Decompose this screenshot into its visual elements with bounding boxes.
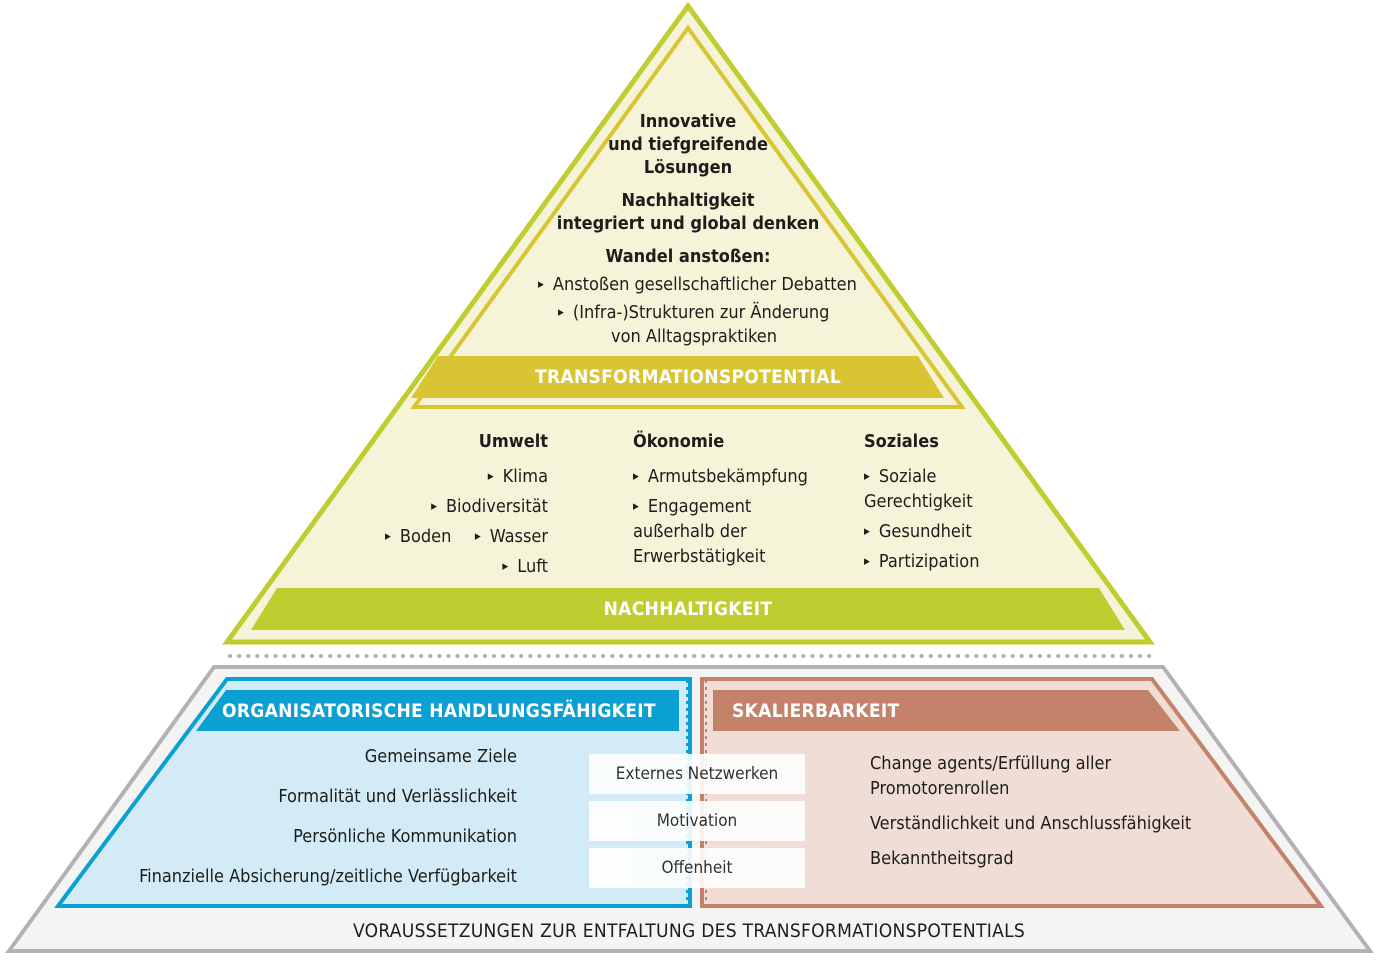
- right-band-shape: [713, 690, 1180, 731]
- top-bullet-debatten: Anstoßen gesellschaftlicher Debatten: [538, 272, 857, 299]
- left-item-formalitaet: Formalität und Verlässlichkeit: [278, 786, 517, 807]
- oekonomie-armut: Armutsbekämpfung: [633, 464, 808, 491]
- left-item-kommunikation: Persönliche Kommunikation: [293, 826, 517, 847]
- oekonomie-erwerb: Erwerbstätigkeit: [633, 546, 766, 567]
- soziales-gerechtigkeit: Gerechtigkeit: [864, 491, 973, 512]
- nachhaltigkeit-band-shape: [251, 588, 1125, 630]
- left-band-shape: [196, 690, 679, 731]
- umwelt-boden: Boden: [385, 524, 452, 551]
- top-bullet-strukturen: (Infra-)Strukturen zur Änderung: [558, 300, 830, 327]
- umwelt-title: Umwelt: [478, 431, 548, 452]
- right-item-verstaendlichkeit: Verständlichkeit und Anschlussfähigkeit: [870, 813, 1192, 834]
- umwelt-biodiversitaet: Biodiversität: [431, 494, 548, 521]
- right-item-change-agents: Change agents/Erfüllung aller: [870, 753, 1112, 774]
- umwelt-wasser: Wasser: [475, 524, 548, 551]
- umwelt-luft: Luft: [502, 554, 548, 581]
- left-blue-region: [54, 677, 692, 908]
- soziales-partizipation: Partizipation: [864, 549, 980, 576]
- left-item-ziele: Gemeinsame Ziele: [364, 746, 517, 767]
- top-line-tiefgreifende: und tiefgreifende: [608, 134, 768, 155]
- footer-voraussetzungen: VORAUSSETZUNGEN ZUR ENTFALTUNG DES TRANS…: [352, 920, 1026, 942]
- oekonomie-ausserhalb: außerhalb der: [633, 521, 747, 542]
- right-item-bekanntheitsgrad: Bekanntheitsgrad: [870, 848, 1014, 869]
- band-nachhaltigkeit: NACHHALTIGKEIT: [603, 598, 773, 620]
- transformationspotential-band-shape: [411, 356, 944, 398]
- soziales-title: Soziales: [864, 431, 939, 452]
- band-transformationspotential: TRANSFORMATIONSPOTENTIAL: [534, 366, 842, 388]
- oekonomie-title: Ökonomie: [633, 431, 725, 452]
- top-line-global-denken: integriert und global denken: [556, 213, 820, 234]
- center-box-offenheit: Offenheit: [589, 848, 805, 888]
- top-bullet-strukturen-cont: von Alltagspraktiken: [611, 326, 778, 347]
- top-line-loesungen: Lösungen: [643, 157, 733, 178]
- top-line-wandel: Wandel anstoßen:: [605, 246, 771, 267]
- left-item-finanzielle: Finanzielle Absicherung/zeitliche Verfüg…: [139, 866, 517, 887]
- top-line-nachhaltigkeit: Nachhaltigkeit: [621, 190, 755, 211]
- center-box-netzwerken: Externes Netzwerken: [589, 754, 805, 794]
- inner-pyramid-yellow: [410, 24, 966, 409]
- center-box-motivation: Motivation: [589, 801, 805, 841]
- soziales-soziale: Soziale: [864, 464, 937, 491]
- right-item-promotorenrollen: Promotorenrollen: [870, 778, 1010, 799]
- top-line-innovative: Innovative: [639, 111, 737, 132]
- umwelt-klima: Klima: [488, 464, 548, 491]
- oekonomie-engagement: Engagement: [633, 494, 751, 521]
- soziales-gesundheit: Gesundheit: [864, 519, 972, 546]
- band-skalierbarkeit: SKALIERBARKEIT: [732, 700, 900, 722]
- band-organisatorische-handlungsfaehigkeit: ORGANISATORISCHE HANDLUNGSFÄHIGKEIT: [222, 700, 656, 722]
